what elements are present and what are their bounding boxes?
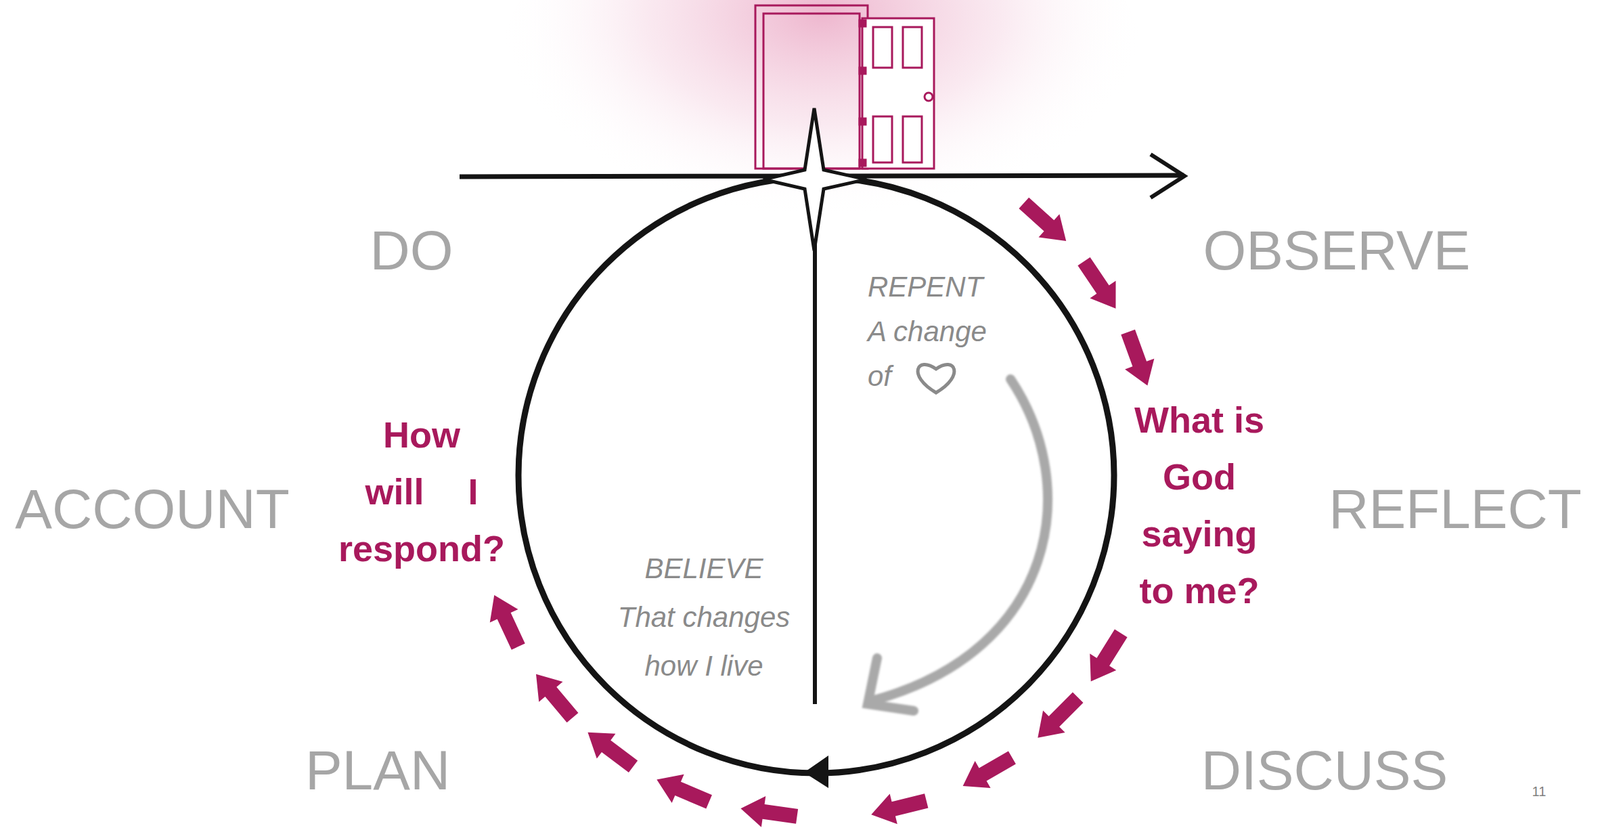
- door-inset: [873, 27, 893, 68]
- step-heading: REPENT: [867, 264, 1071, 310]
- compass-star: [763, 108, 867, 251]
- door-hinge: [859, 67, 866, 74]
- stage-word: PLAN: [174, 742, 581, 798]
- step-note: A change of: [867, 309, 1004, 399]
- door-knob: [924, 92, 933, 101]
- flow-arrows: [479, 191, 1163, 830]
- flow-arrow: [479, 588, 532, 654]
- flow-arrow: [523, 663, 585, 728]
- curve-head: [867, 657, 914, 711]
- flow-arrow: [738, 792, 800, 830]
- door-inset: [873, 116, 893, 163]
- door-hinge: [859, 118, 866, 125]
- flow-arrow: [1077, 624, 1135, 690]
- time-arrowhead: [1150, 154, 1185, 198]
- door-hinge: [859, 159, 866, 166]
- step-heading: BELIEVE: [602, 544, 806, 593]
- door-panel: [862, 18, 935, 169]
- flow-arrow: [578, 719, 643, 779]
- stage-word: ACCOUNT: [0, 481, 390, 537]
- door-hinge: [859, 20, 866, 27]
- light-glow: [497, 0, 1148, 278]
- heart-symbol: [917, 364, 955, 393]
- stage-word: REFLECT: [1252, 481, 1600, 537]
- question-text: What is God saying to me?: [1123, 391, 1276, 619]
- step-note: That changes how I live: [605, 592, 803, 691]
- grey-curved-arrow: [867, 379, 1048, 711]
- stage-word: DISCUSS: [1087, 742, 1562, 798]
- stage-word: OBSERVE: [1099, 222, 1574, 279]
- flow-arrow: [1026, 686, 1090, 749]
- cycle-circle: [518, 177, 1115, 773]
- flow-arrow: [1070, 252, 1129, 317]
- flow-arrow: [954, 743, 1020, 800]
- flow-arrow: [650, 764, 715, 816]
- flow-arrow: [867, 785, 931, 830]
- cycle-arrowhead: [804, 755, 829, 788]
- curve-shaft: [874, 379, 1048, 700]
- divider-line: [812, 203, 817, 704]
- stage-word: DO: [208, 222, 615, 279]
- flow-arrow: [1013, 191, 1077, 253]
- door-inset: [902, 116, 922, 163]
- open-door: [755, 5, 935, 169]
- flow-arrow: [1113, 326, 1163, 392]
- question-text: How will I respond?: [335, 406, 509, 577]
- page-number: 11: [1512, 784, 1567, 798]
- door-inset: [902, 27, 922, 68]
